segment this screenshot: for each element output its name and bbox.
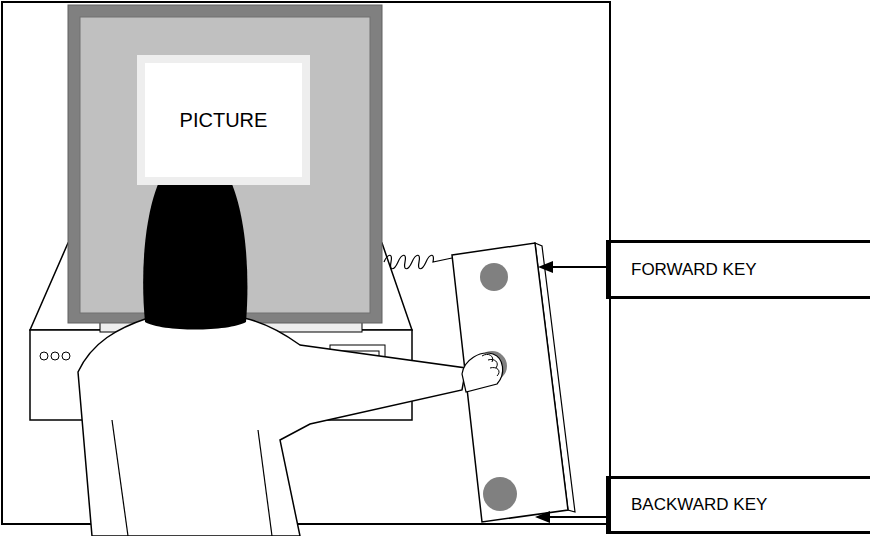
person-arm-line bbox=[112, 420, 128, 536]
picture-box: PICTURE bbox=[137, 55, 310, 185]
callout-box: BACKWARD KEY bbox=[606, 476, 870, 534]
forward-key-symbol bbox=[480, 263, 508, 291]
case-button bbox=[40, 352, 48, 360]
coiled-cord bbox=[384, 255, 452, 269]
person-body bbox=[78, 318, 466, 536]
leader-arrowhead bbox=[535, 511, 550, 523]
person-hand bbox=[462, 353, 503, 392]
leader-line bbox=[550, 266, 606, 268]
case-button bbox=[62, 352, 70, 360]
case-button bbox=[51, 352, 59, 360]
callout-box: FORWARD KEY bbox=[606, 240, 870, 299]
node-label: PICTURE bbox=[180, 109, 268, 132]
backward-key-symbol bbox=[483, 477, 517, 511]
leader-line bbox=[547, 516, 606, 518]
leader-arrowhead bbox=[538, 261, 553, 273]
person-arm-line bbox=[258, 430, 272, 536]
finger-lines bbox=[482, 354, 499, 376]
node-label: BACKWARD KEY bbox=[631, 495, 767, 515]
keypad-body bbox=[452, 243, 568, 522]
node-label: FORWARD KEY bbox=[631, 260, 757, 280]
